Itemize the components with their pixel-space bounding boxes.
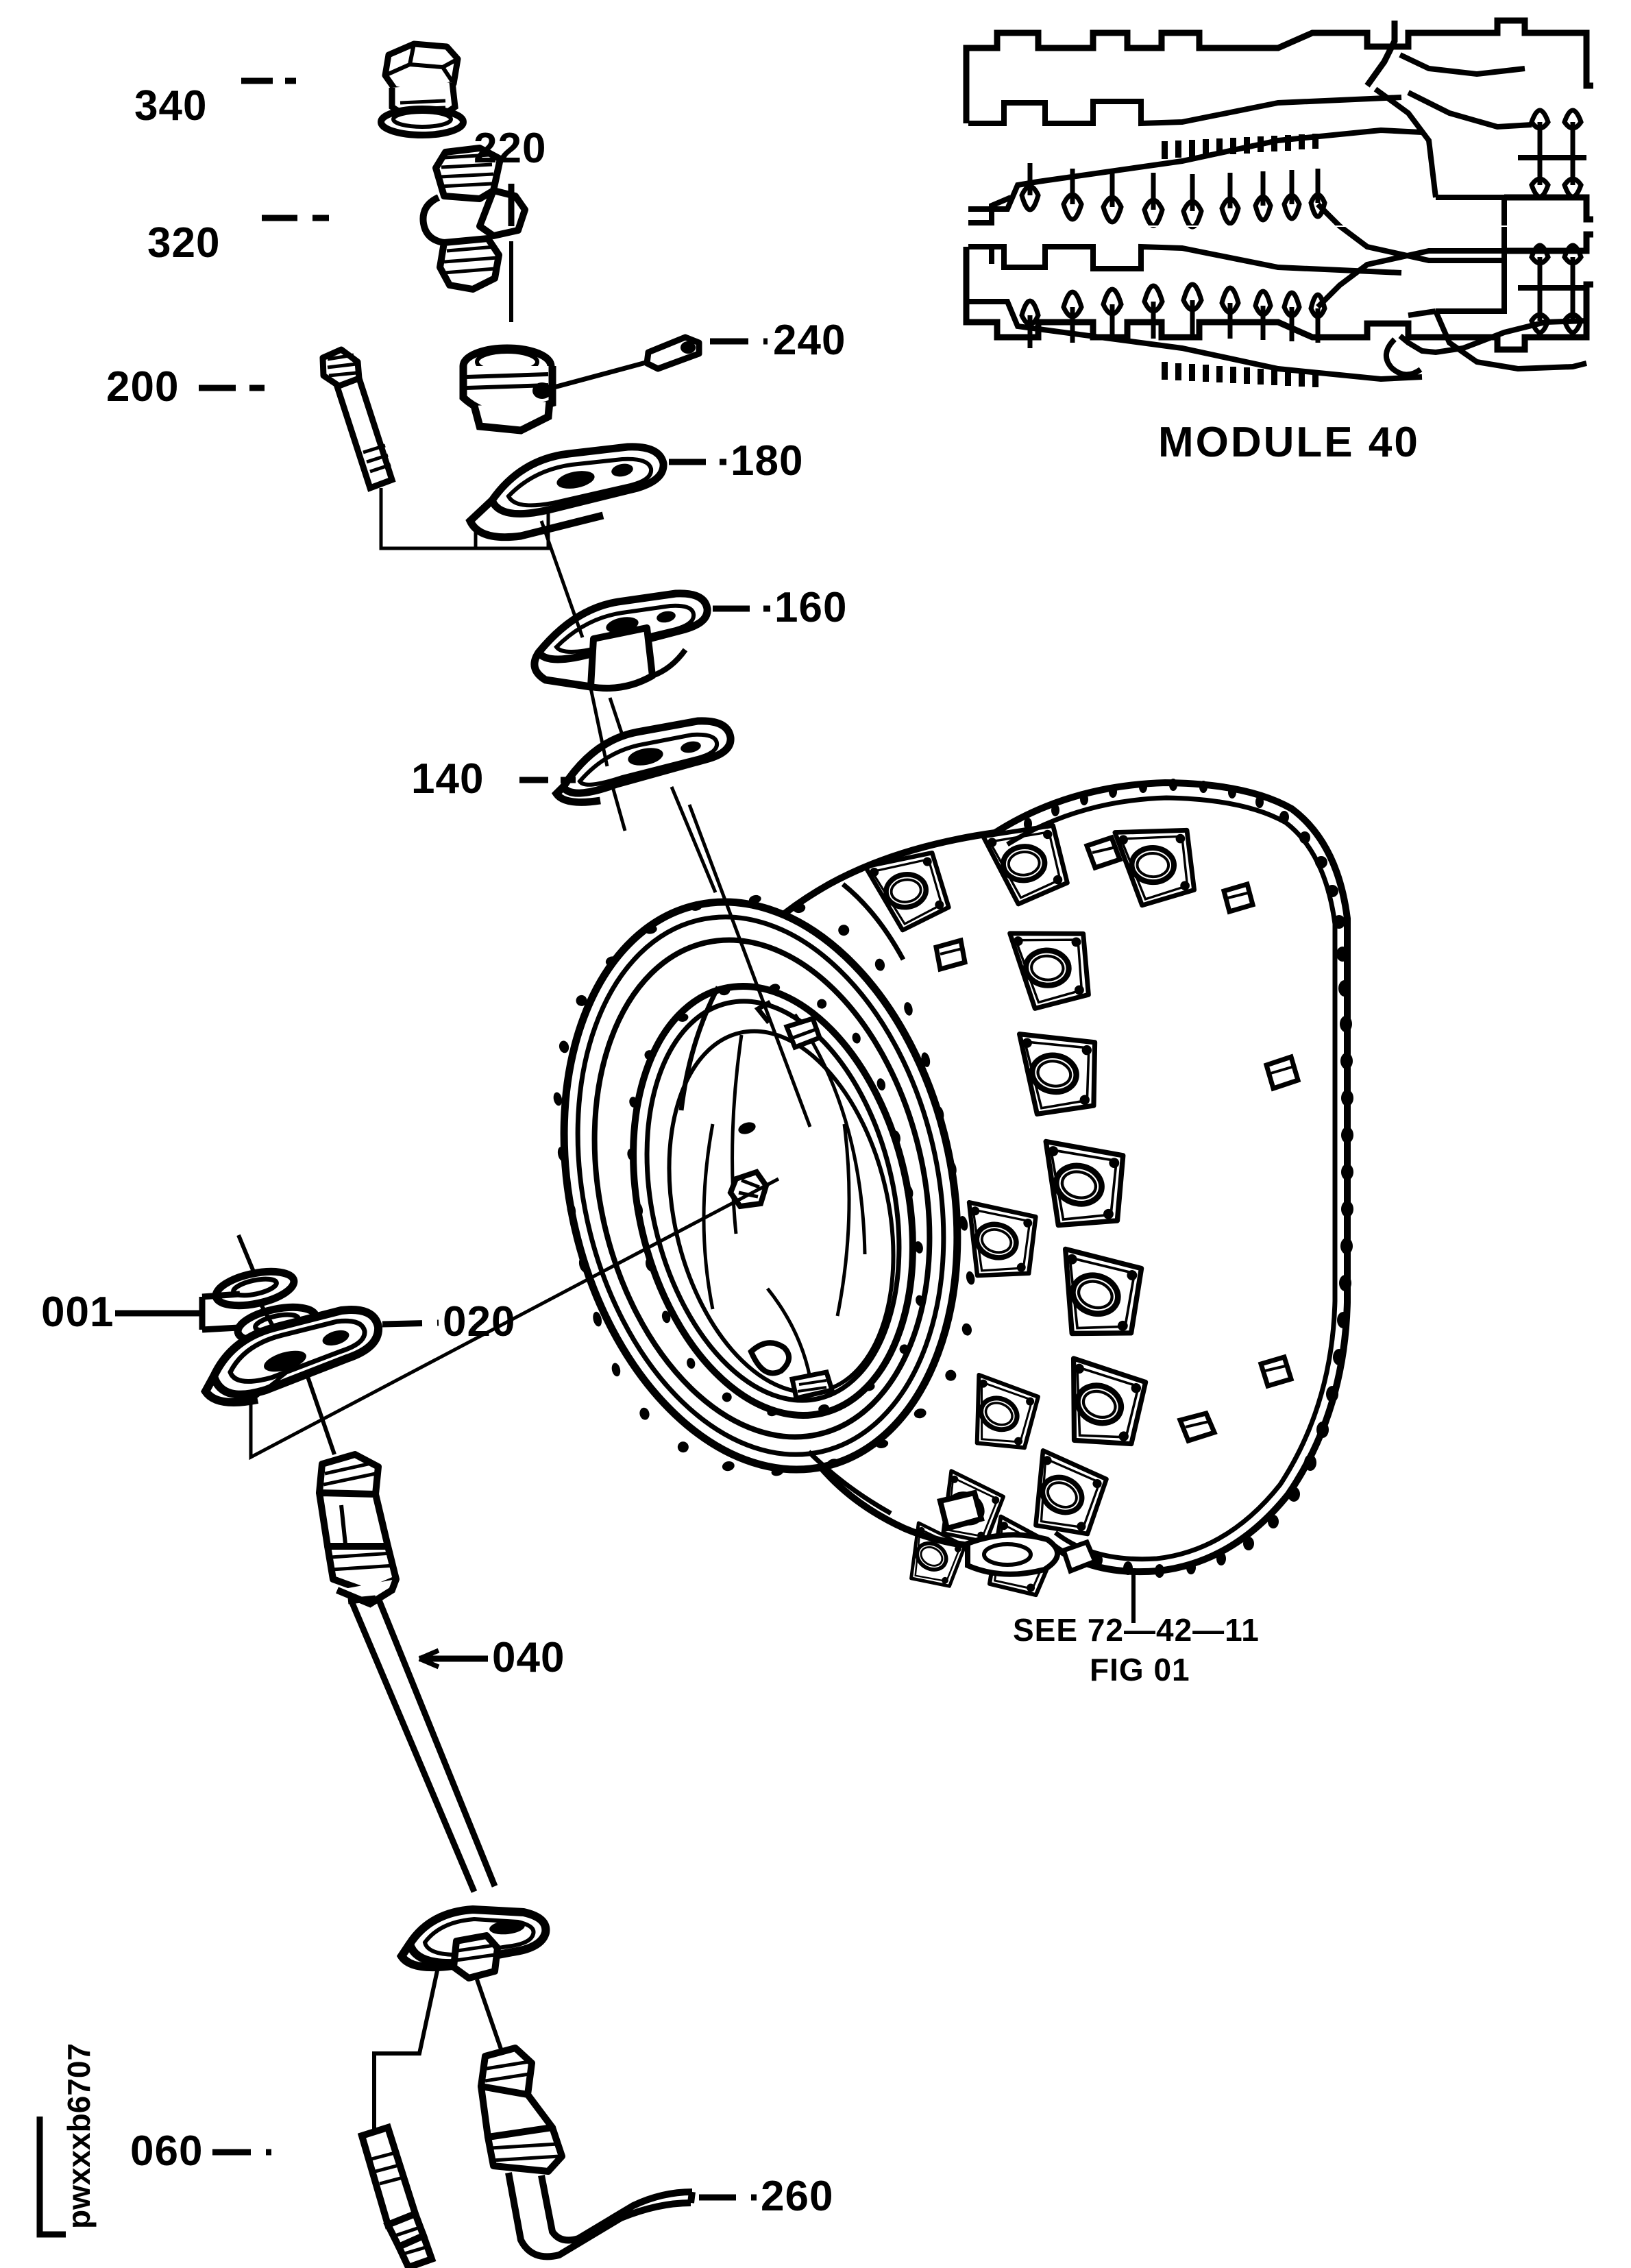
callout-label-340: 340 — [134, 82, 208, 130]
reference-note-line-1: SEE 72—42—11 — [1013, 1612, 1260, 1648]
lower-mount-flange — [372, 1905, 550, 2138]
part-320-union-fitting — [419, 145, 528, 293]
front-flange-bolt-holes — [553, 894, 975, 1476]
callout-label-060: 060 — [130, 2127, 204, 2175]
drawing-code-corner-bracket — [36, 2117, 66, 2238]
bottom-attachment-lug — [937, 1489, 1060, 1577]
callout-label-020: 020 — [443, 1298, 516, 1345]
part-060-bolt — [357, 2123, 437, 2268]
main-part-diffuser-case — [553, 779, 1353, 1608]
callout-label-320: 320 — [147, 219, 221, 267]
internal-bosses — [727, 999, 835, 1402]
callout-label-001: 001 — [41, 1289, 114, 1336]
part-260-elbow-fitting — [478, 2045, 696, 2260]
callout-label-180: 180 — [731, 437, 804, 485]
callout-label-040: 040 — [492, 1634, 565, 1681]
part-220-sleeve-spacer — [459, 344, 556, 435]
part-140-gasket — [551, 697, 735, 893]
module-40-cross-section — [963, 17, 1593, 387]
callout-label-140: 140 — [411, 755, 485, 803]
drawing-linework — [36, 17, 1593, 2268]
callout-label-240: 240 — [773, 317, 846, 364]
assembly-alignment-lines — [249, 520, 812, 1461]
callout-label-160: 160 — [774, 584, 848, 631]
reference-note-line-2: FIG 01 — [1090, 1652, 1190, 1687]
inner-bore-ring — [627, 983, 924, 1419]
small-bosses — [933, 834, 1301, 1444]
part-020-mounting-gasket — [200, 1306, 383, 1455]
part-040-oil-tube — [316, 1451, 498, 1893]
callout-label-260: 260 — [761, 2173, 834, 2220]
module-caption: MODULE 40 — [1158, 419, 1420, 466]
part-240-retaining-pin — [541, 334, 702, 393]
part-340-hex-cap-nut — [378, 40, 467, 138]
callout-leaders — [115, 77, 770, 2201]
callout-label-220: 220 — [474, 125, 547, 172]
callout-label-200: 200 — [106, 363, 180, 411]
part-180-gasket — [465, 443, 667, 541]
part-200-bolt — [319, 346, 550, 550]
part-160-cover-plate — [530, 589, 711, 692]
drawing-code: pwxxxb6707 — [61, 2043, 97, 2229]
